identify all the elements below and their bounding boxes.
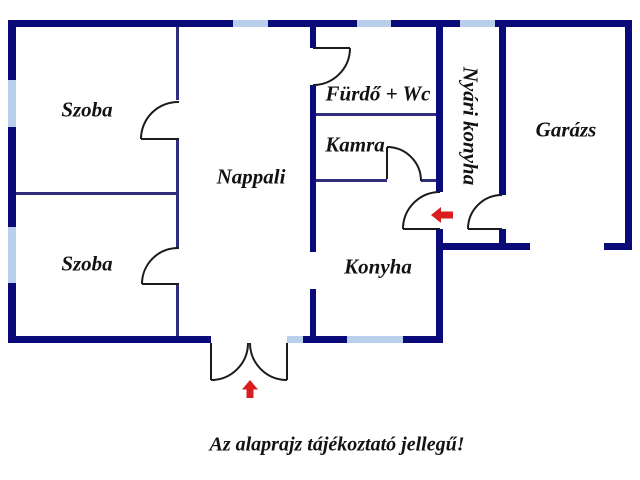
entrance-arrow-up (242, 380, 258, 398)
wall-left (8, 127, 16, 227)
door-szoba-bottom (141, 246, 180, 285)
wall-szoba-nappali (176, 139, 179, 249)
caption: Az alaprajz tájékoztató jellegű! (209, 433, 465, 456)
wall-garazs-right (625, 27, 632, 243)
window-left-szoba-bottom (8, 227, 16, 283)
window-top-nappali (233, 20, 268, 27)
door-nyari-garazs (467, 194, 503, 230)
wall-szoba-nappali (176, 284, 179, 336)
door-french-nappali (210, 342, 288, 381)
wall-szoba-nappali (176, 27, 179, 100)
room-label-kamra: Kamra (325, 132, 385, 157)
wall-top (8, 20, 233, 27)
door-szoba-top (140, 100, 180, 140)
wall-bottom (303, 336, 347, 343)
wall-garazs-bottom (604, 243, 632, 250)
door-konyha-entrance (402, 191, 441, 230)
wall-top (391, 20, 460, 27)
room-label-nyari-konyha: Nyári konyha (458, 66, 483, 186)
wall-garazs-left (499, 229, 506, 250)
wall-top (268, 20, 357, 27)
wall-furdo-kamra-divider (316, 113, 436, 116)
wall-nyari-konyha-left (436, 229, 443, 336)
wall-kamra-bottom (421, 179, 436, 182)
window-top-furdo (357, 20, 391, 27)
wall-left (8, 283, 16, 343)
entrance-arrow-left (431, 207, 453, 223)
wall-szoba-divider (16, 192, 176, 195)
door-furdo (312, 47, 351, 86)
window-bottom-nappali (287, 336, 303, 343)
wall-top (495, 20, 632, 27)
wall-left (8, 20, 16, 80)
wall-garazs-bottom (443, 243, 530, 250)
wall-nyari-konyha-left (436, 27, 443, 192)
window-bottom-konyha (347, 336, 403, 343)
room-label-szoba-bottom: Szoba (61, 251, 113, 276)
room-label-konyha: Konyha (344, 254, 412, 279)
room-label-szoba-top: Szoba (61, 97, 113, 122)
wall-kamra-bottom (316, 179, 387, 182)
wall-bottom (8, 336, 211, 343)
wall-nappali-right (310, 289, 316, 336)
room-label-furdo-wc: Fürdő + Wc (325, 81, 431, 106)
window-top-nyari-konyha (460, 20, 495, 27)
wall-garazs-left (499, 27, 506, 195)
wall-nappali-right (310, 27, 316, 48)
room-label-nappali: Nappali (216, 164, 286, 189)
wall-bottom (403, 336, 443, 343)
wall-nappali-right (310, 85, 316, 252)
door-kamra (386, 146, 422, 182)
window-left-szoba-top (8, 80, 16, 127)
room-label-garazs: Garázs (535, 117, 597, 142)
